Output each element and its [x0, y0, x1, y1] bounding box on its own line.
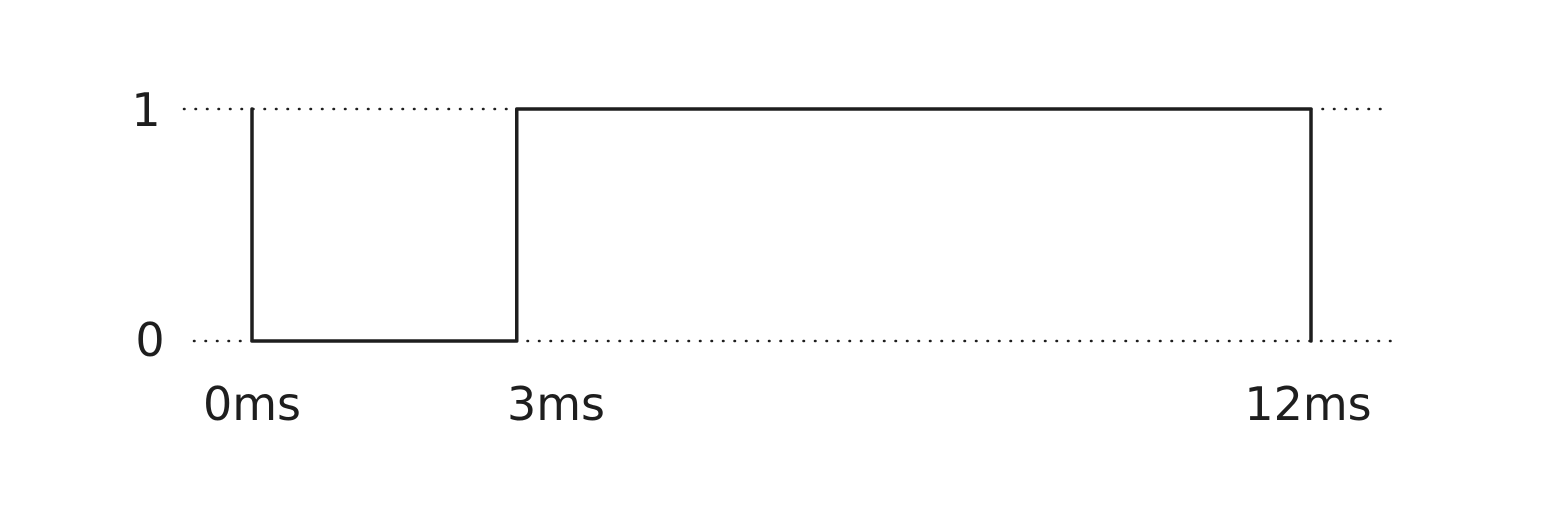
- time-label-3ms: 3ms: [507, 377, 605, 431]
- level-label-0: 0: [135, 313, 164, 367]
- time-label-12ms: 12ms: [1244, 377, 1371, 431]
- signal-waveform: [250, 107, 1313, 343]
- time-label-0ms: 0ms: [203, 377, 301, 431]
- level-label-1: 1: [131, 83, 160, 137]
